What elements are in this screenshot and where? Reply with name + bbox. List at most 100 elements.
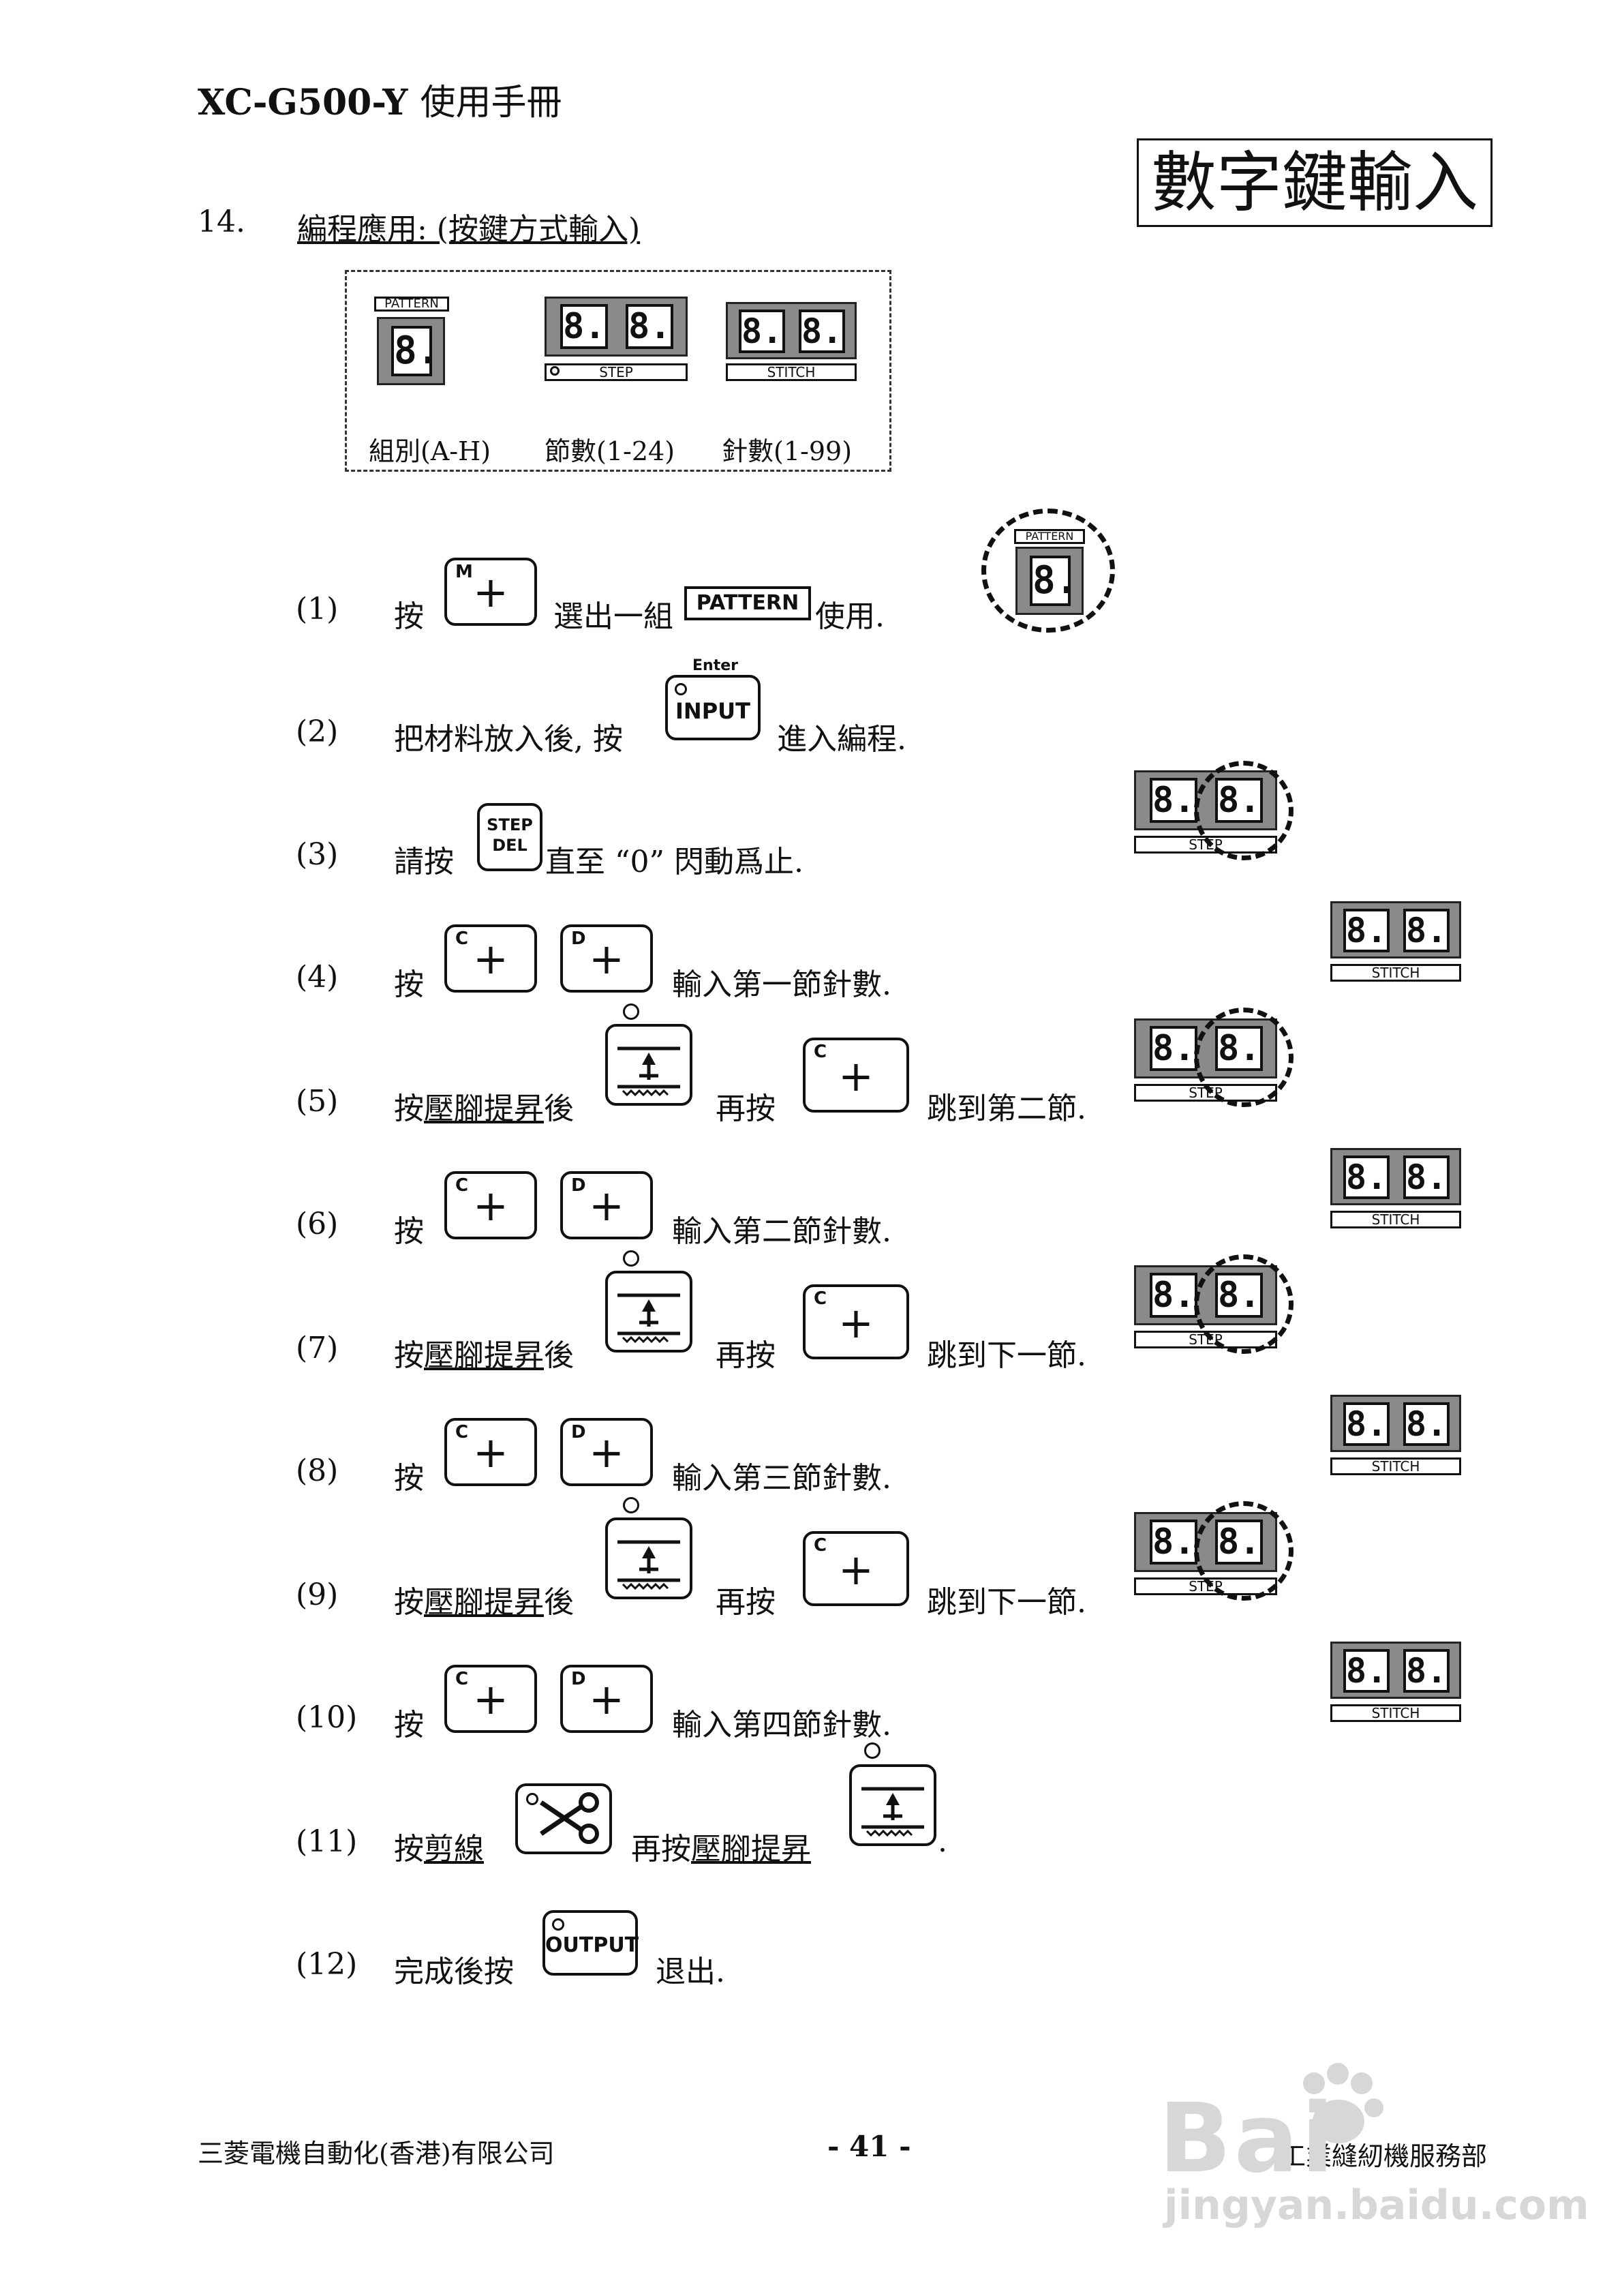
step-8-number: (8) (296, 1453, 339, 1488)
step-10-number: (10) (296, 1700, 358, 1735)
m-plus-key[interactable]: M+ (444, 558, 537, 626)
pattern-digit: 8. (391, 326, 440, 376)
thread-trim-key[interactable] (515, 1783, 612, 1854)
stitch-display-10: 8. 8. (1330, 1642, 1461, 1699)
presser-foot-icon (617, 1540, 680, 1590)
step-5-number: (5) (296, 1084, 339, 1119)
step-12-text: 完成後按 (394, 1954, 514, 1989)
c-plus-key[interactable]: C+ (803, 1284, 909, 1359)
step-1-text: 按 (394, 599, 424, 634)
d-plus-key[interactable]: D+ (560, 1665, 653, 1733)
input-key[interactable]: INPUT (665, 675, 761, 740)
step-11-number: (11) (296, 1824, 358, 1859)
step-12-number: (12) (296, 1947, 358, 1982)
c-plus-key[interactable]: C+ (444, 1418, 537, 1486)
presser-led (623, 1497, 639, 1513)
d-plus-key[interactable]: D+ (560, 924, 653, 993)
input-led (675, 683, 687, 695)
step-5-text: 按壓腳提昇後 (394, 1091, 574, 1126)
stitch-tag-8: STITCH (1330, 1457, 1461, 1475)
page-title-box: 數字鍵輸入 (1137, 138, 1493, 227)
presser-foot-icon (861, 1787, 924, 1837)
section-number: 14. (198, 205, 245, 239)
c-plus-key[interactable]: C+ (444, 924, 537, 993)
stitch-display-8: 8. 8. (1330, 1395, 1461, 1452)
step-4-text: 按 (394, 967, 424, 1002)
step-3-text-2: 直至 “0” 閃動爲止. (545, 845, 804, 879)
d-plus-key[interactable]: D+ (560, 1418, 653, 1486)
manual-header: XC-G500-Y 使用手冊 (198, 74, 562, 125)
digit: 8. (1343, 1402, 1390, 1446)
digit: 8. (1403, 1402, 1450, 1446)
step-7-text: 按壓腳提昇後 (394, 1338, 574, 1373)
paw-icon-svg (1303, 2063, 1383, 2143)
step-10-text-2: 輸入第四節針數. (672, 1708, 891, 1742)
section-title: 編程應用: (按鍵方式輸入) (297, 212, 641, 247)
c-plus-key[interactable]: C+ (803, 1038, 909, 1113)
digit: 8. (1150, 778, 1197, 823)
presser-foot-lift-key[interactable] (605, 1271, 692, 1353)
highlight-ring (1194, 1501, 1294, 1601)
step-9-text: 按壓腳提昇後 (394, 1585, 574, 1620)
step-3-number: (3) (296, 837, 339, 872)
legend-label-group: 組別(A-H) (369, 436, 491, 466)
step-9-text-2: 再按 (716, 1585, 776, 1620)
step-1-number: (1) (296, 592, 339, 626)
presser-foot-lift-key[interactable] (605, 1024, 692, 1106)
presser-led (623, 1003, 639, 1020)
step-digit-1: 8. (560, 304, 608, 349)
display-legend: PATTERN 8. 8. 8. STEP 8. 8. STITCH 組別(A-… (345, 270, 891, 472)
step-6-text-2: 輸入第二節針數. (672, 1214, 891, 1249)
digit: 8. (1403, 909, 1450, 952)
scissors-icon (540, 1792, 599, 1844)
step-11-text: 按剪線 (394, 1832, 484, 1867)
manual-title: 使用手冊 (420, 82, 562, 123)
step-11-text-2: 再按壓腳提昇 (631, 1832, 811, 1867)
c-plus-key[interactable]: C+ (444, 1665, 537, 1733)
step-display: 8. 8. (545, 297, 688, 357)
stitch-display: 8. 8. (726, 302, 857, 359)
legend-label-step: 節數(1-24) (545, 436, 675, 466)
watermark-brand: Bai (1159, 2083, 1337, 2194)
output-led (552, 1918, 564, 1931)
highlight-ring (1194, 761, 1294, 860)
presser-foot-lift-key[interactable] (605, 1517, 692, 1599)
d-plus-key[interactable]: D+ (560, 1171, 653, 1239)
presser-foot-icon (617, 1293, 680, 1344)
step-7-text-2: 再按 (716, 1338, 776, 1373)
enter-label: Enter (692, 657, 738, 674)
stitch-display-4: 8. 8. (1330, 901, 1461, 958)
c-plus-key[interactable]: C+ (803, 1531, 909, 1606)
stitch-display-6: 8. 8. (1330, 1148, 1461, 1205)
digit: 8. (1343, 909, 1390, 952)
stitch-tag-10: STITCH (1330, 1704, 1461, 1722)
step-3-text: 請按 (394, 845, 454, 879)
model-name: XC-G500-Y (198, 82, 408, 123)
digit: 8. (1403, 1155, 1450, 1199)
presser-foot-icon (617, 1046, 680, 1097)
highlight-ring (1194, 1254, 1294, 1354)
step-del-key[interactable]: STEP DEL (477, 803, 542, 871)
output-key[interactable]: OUTPUT (542, 1910, 639, 1976)
pattern-label-tag: PATTERN (684, 586, 811, 620)
highlight-ring (981, 509, 1115, 633)
digit: 8. (1403, 1649, 1450, 1693)
step-digit-2: 8. (626, 304, 673, 349)
step-6-number: (6) (296, 1207, 339, 1241)
step-5-text-2: 再按 (716, 1091, 776, 1126)
pattern-tag: PATTERN (374, 297, 449, 312)
step-5-text-3: 跳到第二節. (927, 1091, 1086, 1126)
highlight-ring (1194, 1008, 1294, 1107)
step-9-number: (9) (296, 1577, 339, 1612)
step-2-text: 把材料放入後, 按 (394, 722, 623, 757)
presser-led (864, 1742, 881, 1759)
step-2-number: (2) (296, 714, 339, 749)
step-11-text-3: . (938, 1824, 947, 1859)
presser-foot-lift-key[interactable] (849, 1764, 936, 1846)
watermark-url: jingyan.baidu.com (1164, 2181, 1589, 2229)
digit: 8. (1343, 1649, 1390, 1693)
step-1-text-3: 使用. (815, 599, 885, 634)
digit: 8. (1150, 1520, 1197, 1565)
c-plus-key[interactable]: C+ (444, 1171, 537, 1239)
footer-department: 工業縫紉機服務部 (1280, 2141, 1488, 2171)
